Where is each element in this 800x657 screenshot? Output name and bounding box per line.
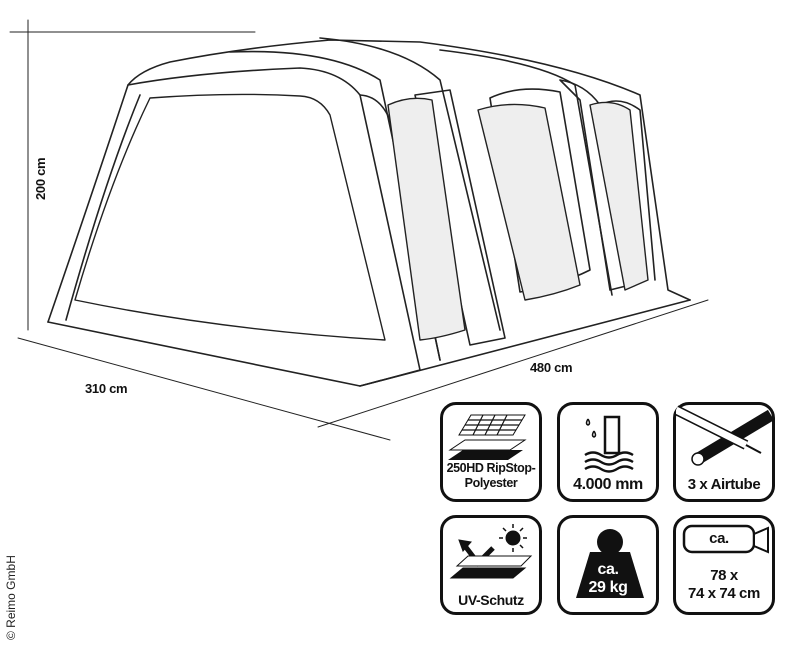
weight-label-2: 29 kg xyxy=(588,579,628,596)
feature-water-column: 4.000 mm xyxy=(557,402,659,502)
feature-fabric: 250HD RipStop- Polyester xyxy=(440,402,542,502)
fabric-label-1: 250HD RipStop- xyxy=(446,461,536,475)
pack-label-1: ca. xyxy=(709,530,729,547)
feature-airtube: 3 x Airtube xyxy=(673,402,775,502)
feature-uv: UV-Schutz xyxy=(440,515,542,615)
fabric-layers-icon xyxy=(448,414,527,460)
depth-label: 310 cm xyxy=(85,381,128,396)
copyright: © Reimo GmbH xyxy=(4,555,18,640)
airtube-icon xyxy=(676,405,775,466)
weight-icon xyxy=(576,529,644,598)
pack-label-3: 74 x 74 cm xyxy=(688,585,760,602)
dimension-lines xyxy=(9,19,709,441)
height-label: 200 cm xyxy=(33,157,48,200)
pack-size-icon xyxy=(682,524,769,554)
feature-pack-size: ca. 78 x 74 x 74 cm xyxy=(673,515,775,615)
fabric-label-2: Polyester xyxy=(464,476,518,490)
uv-protection-icon xyxy=(449,524,533,579)
feature-weight: ca. 29 kg xyxy=(557,515,659,615)
tent-windows xyxy=(74,93,649,341)
uv-label: UV-Schutz xyxy=(458,592,524,608)
tent-outline xyxy=(47,37,691,387)
airtube-label: 3 x Airtube xyxy=(687,476,761,493)
pack-label-2: 78 x xyxy=(710,567,738,584)
weight-label-1: ca. xyxy=(597,561,619,578)
length-label: 480 cm xyxy=(530,360,573,375)
water-column-icon xyxy=(584,415,634,473)
water-column-label: 4.000 mm xyxy=(573,476,643,493)
